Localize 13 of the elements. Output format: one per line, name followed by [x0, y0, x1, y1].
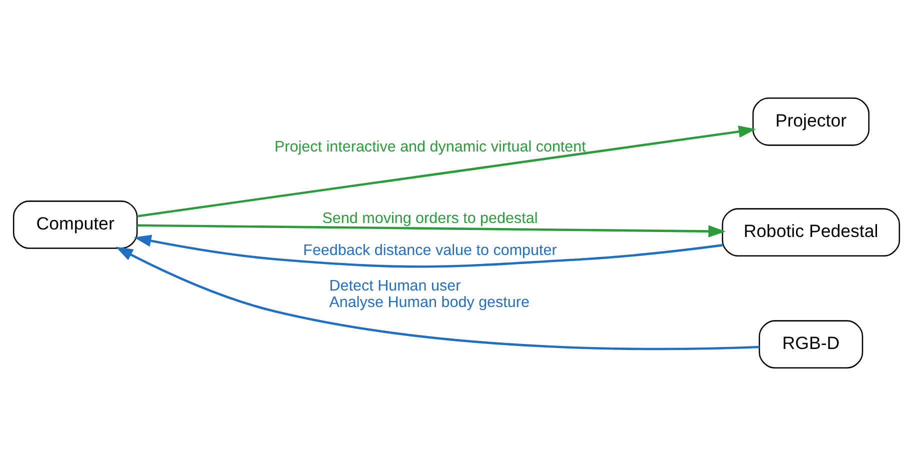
- arrow: [116, 246, 760, 350]
- edge-label: Analyse Human body gesture: [329, 294, 530, 311]
- arrow: [137, 224, 726, 238]
- node-box: Robotic Pedestal: [722, 208, 900, 257]
- edge-label: Send moving orders to pedestal: [322, 210, 538, 227]
- node-box: Projector: [752, 97, 870, 146]
- arrow: [137, 126, 756, 218]
- edge-label: Feedback distance value to computer: [303, 242, 557, 259]
- node-box: RGB-D: [758, 320, 864, 369]
- edge-label: Detect Human user: [329, 277, 461, 294]
- arrow: [134, 234, 723, 268]
- node-box: Computer: [12, 200, 138, 249]
- edge-label: Project interactive and dynamic virtual content: [274, 138, 586, 156]
